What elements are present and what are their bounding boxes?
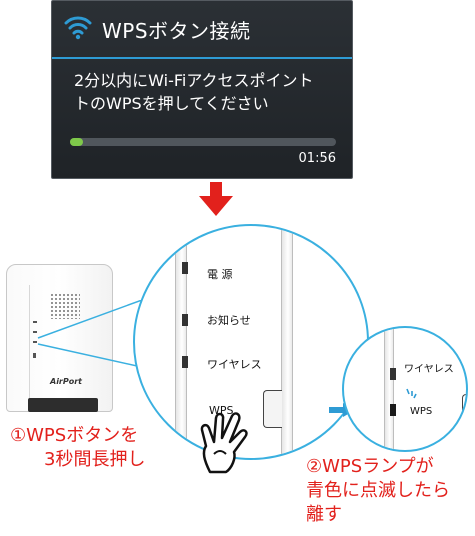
router-front-panel: AirPort (29, 285, 110, 403)
countdown-timer: 01:56 (298, 151, 336, 166)
wps-button (462, 394, 466, 418)
router-led (33, 331, 37, 333)
step2-instruction: ②WPSランプが 青色に点滅したら 離す (306, 455, 450, 527)
label-notice: お知らせ (207, 314, 251, 327)
wireless-led (390, 368, 396, 380)
wifi-icon (64, 16, 92, 40)
notice-led (182, 314, 188, 326)
panel-edge (384, 328, 394, 450)
dialog-header: WPSボタン接続 (52, 1, 352, 59)
router-wps-button (33, 353, 36, 358)
label-wireless: ワイヤレス (207, 358, 262, 371)
dialog-title: WPSボタン接続 (102, 19, 251, 43)
panel-edge (175, 226, 187, 458)
blink-icon (406, 388, 417, 399)
progress-bar (70, 138, 336, 146)
step2-line-2: 青色に点滅したら (306, 480, 450, 501)
label-wps: WPS (410, 406, 433, 417)
router-logo: AirPort (50, 377, 83, 386)
step1-line-1: ①WPSボタンを (10, 425, 139, 446)
panel-edge (281, 226, 293, 458)
wps-button (263, 390, 282, 428)
label-wps: WPS (209, 404, 234, 417)
router-led (33, 341, 37, 343)
step1-line-2: 3秒間長押し (44, 449, 146, 470)
step1-instruction: ①WPSボタンを 3秒間長押し (10, 424, 145, 472)
callout-lines (37, 300, 147, 369)
dialog-message-line-2: トのWPSを押してください (74, 94, 269, 113)
router-led (33, 321, 37, 323)
label-power: 電 源 (207, 268, 233, 281)
power-led (182, 262, 188, 274)
router-illustration: AirPort (6, 264, 113, 412)
dialog-message: 2分以内にWi-Fiアクセスポイント トのWPSを押してください (74, 69, 344, 115)
label-wireless: ワイヤレス (404, 364, 454, 375)
router-base (28, 398, 98, 412)
wps-led (390, 404, 396, 416)
dialog-message-line-1: 2分以内にWi-Fiアクセスポイント (74, 71, 314, 90)
router-speaker-grille (50, 293, 80, 319)
step2-line-3: 離す (306, 504, 342, 525)
hand-press-icon (200, 412, 248, 474)
step2-line-1: ②WPSランプが (306, 456, 434, 477)
progress-fill (70, 138, 84, 146)
wireless-led (182, 356, 188, 368)
wps-connect-dialog: WPSボタン接続 2分以内にWi-Fiアクセスポイント トのWPSを押してくださ… (51, 0, 353, 179)
arrow-down-icon (199, 182, 233, 216)
zoom-circle-large: 電 源 お知らせ ワイヤレス WPS (133, 224, 369, 460)
zoom-circle-small: ワイヤレス WPS (342, 326, 468, 452)
